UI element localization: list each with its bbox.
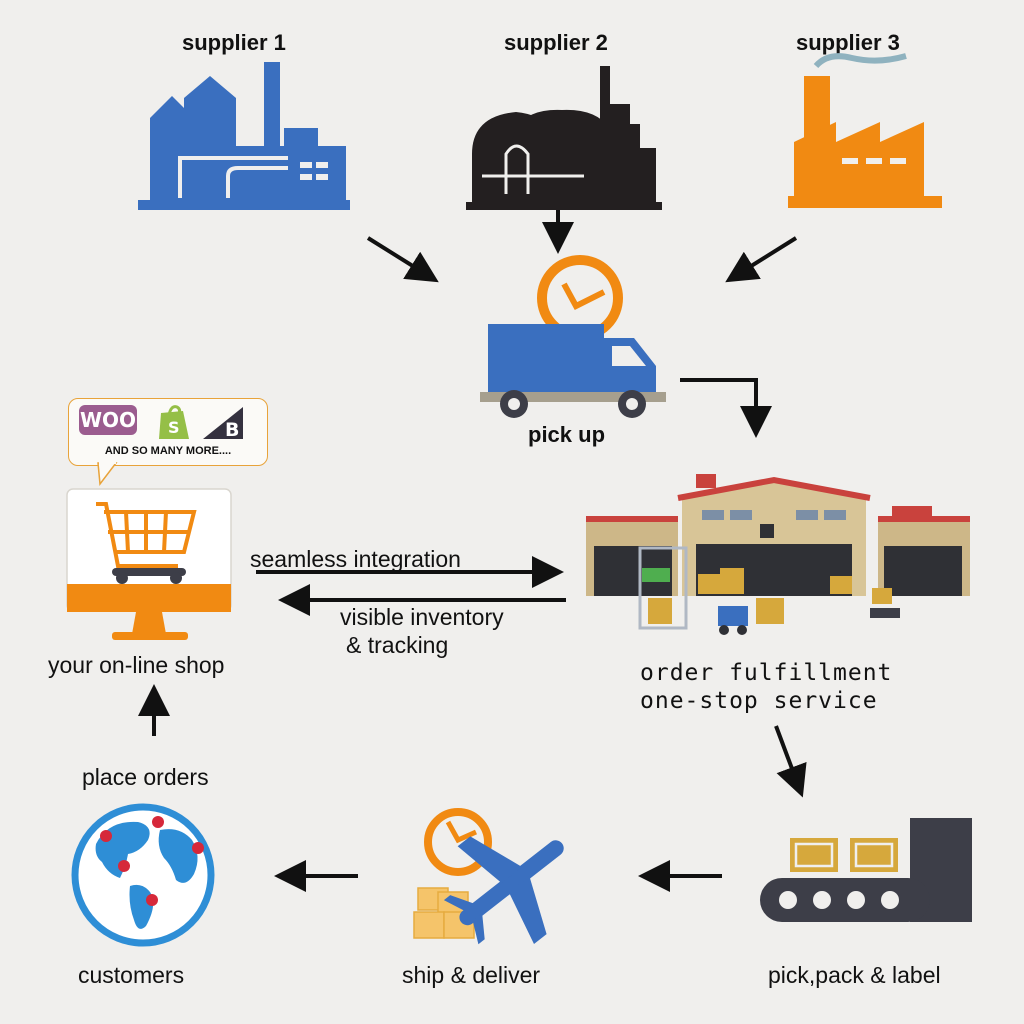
airplane-icon xyxy=(443,836,564,945)
pickup-label: pick up xyxy=(528,422,606,447)
fulfillment-line2: one-stop service xyxy=(640,688,878,714)
seamless-integration-label: seamless integration xyxy=(250,546,461,572)
pickup-truck-icon xyxy=(480,255,666,418)
online-shop-label: your on-line shop xyxy=(48,652,225,678)
fulfillment-line1: order fulfillment xyxy=(640,660,893,686)
arrow-warehouse-to-pickpack xyxy=(774,725,807,798)
supplier-2-plant-icon xyxy=(466,66,662,210)
platforms-bubble: WOO S B AND SO MANY MORE.... xyxy=(68,398,268,466)
online-shop-monitor-icon xyxy=(66,488,232,640)
conveyor-belt-icon xyxy=(760,818,972,922)
location-pin-icon xyxy=(100,816,204,906)
pick-pack-label: pick,pack & label xyxy=(768,962,941,988)
woocommerce-logo: WOO xyxy=(79,405,137,435)
supplier-3-label: supplier 3 xyxy=(796,30,900,55)
bigcommerce-icon: B xyxy=(203,407,243,439)
ship-deliver-icon xyxy=(413,808,564,945)
more-platforms-text: AND SO MANY MORE.... xyxy=(104,445,232,457)
customers-label: customers xyxy=(78,962,185,988)
clock-icon xyxy=(424,808,492,876)
arrow-supplier1-to-truck xyxy=(366,236,439,283)
shopify-icon: S xyxy=(159,405,189,439)
arrow-truck-to-warehouse xyxy=(680,378,772,438)
warehouse-icon xyxy=(586,474,970,635)
svg-text:B: B xyxy=(225,419,239,439)
supplier-1-factory-icon xyxy=(138,62,350,210)
ship-deliver-label: ship & deliver xyxy=(402,962,541,988)
package-icon xyxy=(790,838,898,872)
place-orders-label: place orders xyxy=(82,764,209,790)
arrow-supplier3-to-truck xyxy=(725,236,798,283)
visible-inventory-label: visible inventory xyxy=(340,604,504,630)
supplier-1-label: supplier 1 xyxy=(182,30,286,55)
supplier-2-label: supplier 2 xyxy=(504,30,608,55)
supplier-3-factory-icon xyxy=(788,53,942,208)
bubble-tail xyxy=(97,462,118,486)
customers-globe-icon xyxy=(71,803,215,947)
tracking-label: & tracking xyxy=(346,632,449,658)
svg-text:S: S xyxy=(168,418,180,437)
shopping-cart-icon xyxy=(96,502,197,568)
